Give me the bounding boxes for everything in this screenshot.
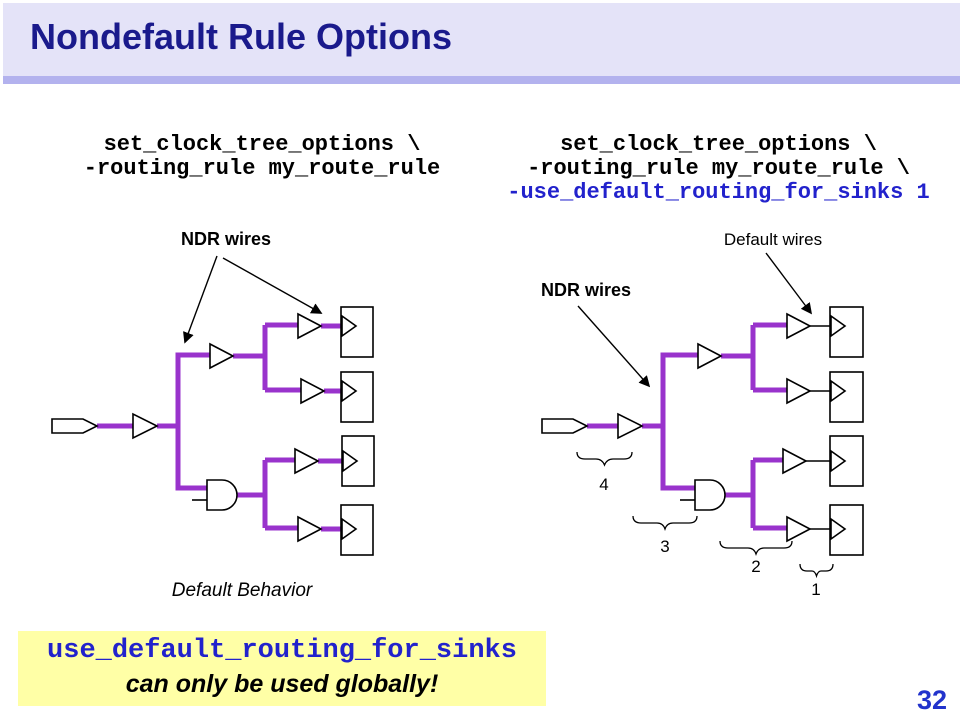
buffer-icon <box>786 515 812 543</box>
header-divider <box>3 76 960 84</box>
clock-chevron-icon <box>341 314 358 338</box>
page-title: Nondefault Rule Options <box>30 16 452 57</box>
brace-4 <box>576 451 633 467</box>
slide-header <box>3 3 960 76</box>
default-wires-label: Default wires <box>723 230 823 249</box>
buffer-icon <box>786 312 812 340</box>
clock-chevron-icon <box>830 517 847 541</box>
buffer-icon <box>294 447 320 475</box>
clock-chevron-icon <box>341 379 358 403</box>
clock-chevron-icon <box>830 449 847 473</box>
buffer-icon <box>209 342 235 370</box>
sink-flop <box>829 504 864 556</box>
brace-label-1: 1 <box>811 580 821 599</box>
brace-label-4: 4 <box>599 475 609 494</box>
default-callout-arrow <box>765 252 813 315</box>
clock-tree-right <box>541 252 864 579</box>
default-behavior-caption: Default Behavior <box>171 580 313 601</box>
clock-chevron-icon <box>341 517 358 541</box>
brace-1 <box>799 563 834 579</box>
code-line: -routing_rule my_route_rule \ <box>527 156 910 181</box>
sink-flop <box>340 371 374 423</box>
buffer-icon <box>617 412 644 440</box>
code-block-left: set_clock_tree_options \-routing_rule my… <box>62 133 462 181</box>
code-line: set_clock_tree_options \ <box>103 132 421 157</box>
sink-flop <box>829 371 864 423</box>
buffer-icon <box>132 412 159 440</box>
buffer-icon <box>297 515 323 543</box>
default-sink-wires <box>806 325 830 530</box>
code-line: -routing_rule my_route_rule <box>83 156 441 181</box>
ndr-wires-label-left: NDR wires <box>180 229 272 249</box>
code-line-highlight: -use_default_routing_for_sinks 1 <box>507 180 930 205</box>
callout-note: can only be used globally! <box>125 670 439 698</box>
ndr-wires-label-right: NDR wires <box>540 280 632 300</box>
and-gate-icon <box>206 479 238 511</box>
callout-command: use_default_routing_for_sinks <box>47 636 517 666</box>
clock-chevron-icon <box>342 449 359 473</box>
ndr-callout-arrow <box>222 257 323 314</box>
buffer-icon <box>297 312 323 340</box>
code-block-right: set_clock_tree_options \-routing_rule my… <box>495 133 942 205</box>
buffer-icon <box>782 447 808 475</box>
brace-label-3: 3 <box>660 537 670 556</box>
sink-flop <box>341 435 375 487</box>
and-gate-icon <box>694 479 726 511</box>
buffer-icon <box>697 342 723 370</box>
sink-flop <box>829 306 864 358</box>
brace-3 <box>632 515 698 532</box>
clock-chevron-icon <box>830 379 847 403</box>
ndr-wires-left <box>97 322 342 532</box>
sink-flop <box>340 504 374 556</box>
brace-2 <box>719 540 793 557</box>
buffer-icon <box>786 377 812 405</box>
input-port-icon <box>51 418 99 434</box>
sink-flop <box>829 435 864 487</box>
callout-box: use_default_routing_for_sinks can only b… <box>18 631 546 706</box>
brace-label-2: 2 <box>751 557 761 576</box>
ndr-callout-arrow <box>577 305 651 388</box>
clock-tree-left <box>51 255 375 556</box>
buffer-icon <box>300 377 326 405</box>
page-number: 32 <box>916 685 947 715</box>
ndr-callout-arrow <box>183 255 218 344</box>
ndr-wires-right <box>587 322 787 531</box>
sink-flop <box>340 306 374 358</box>
clock-chevron-icon <box>830 314 847 338</box>
code-line: set_clock_tree_options \ <box>560 132 877 157</box>
input-port-icon <box>541 418 589 434</box>
